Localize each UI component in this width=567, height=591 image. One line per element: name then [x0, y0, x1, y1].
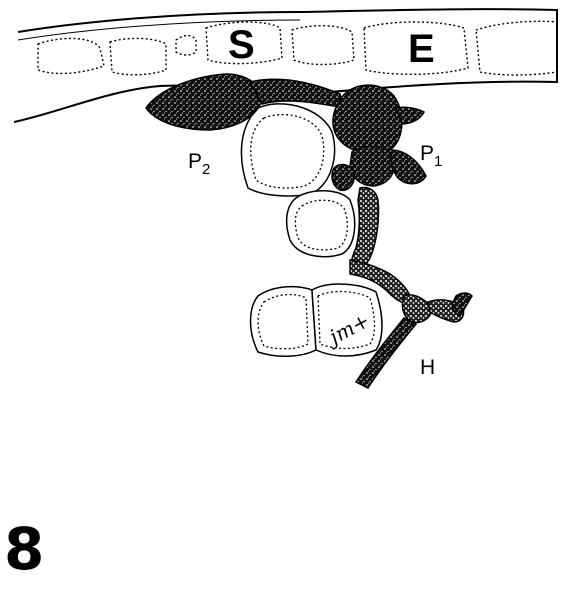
epidermis-inner-wall [18, 20, 300, 40]
label-e: E [408, 27, 435, 71]
connecting-hypha [250, 79, 344, 108]
epidermal-cell [292, 26, 354, 65]
epidermal-cell [110, 38, 166, 74]
hypha-node [402, 295, 432, 323]
epidermal-cell [176, 36, 196, 56]
label-p1: P1 [420, 142, 442, 170]
epidermal-cell [476, 21, 557, 75]
cortical-cell [251, 287, 317, 357]
lobe-p1 [350, 146, 395, 186]
label-p2: P2 [188, 150, 210, 178]
label-p1-main: P [420, 142, 434, 165]
label-s: S [228, 23, 255, 67]
figure-number: 8 [4, 520, 44, 578]
descending-hypha [351, 188, 378, 273]
epidermal-cells [38, 21, 557, 75]
cortical-cell [241, 104, 334, 196]
epidermal-cell [38, 38, 104, 73]
appressorium-p2 [146, 74, 262, 130]
label-p2-main: P [188, 150, 202, 173]
lobe-p1-left [332, 165, 354, 191]
label-h: H [420, 356, 435, 379]
host-hypha-upper [452, 293, 472, 316]
swelling-p1 [333, 85, 402, 153]
label-p1-sub: 1 [434, 153, 442, 170]
label-p2-sub: 2 [202, 161, 210, 178]
